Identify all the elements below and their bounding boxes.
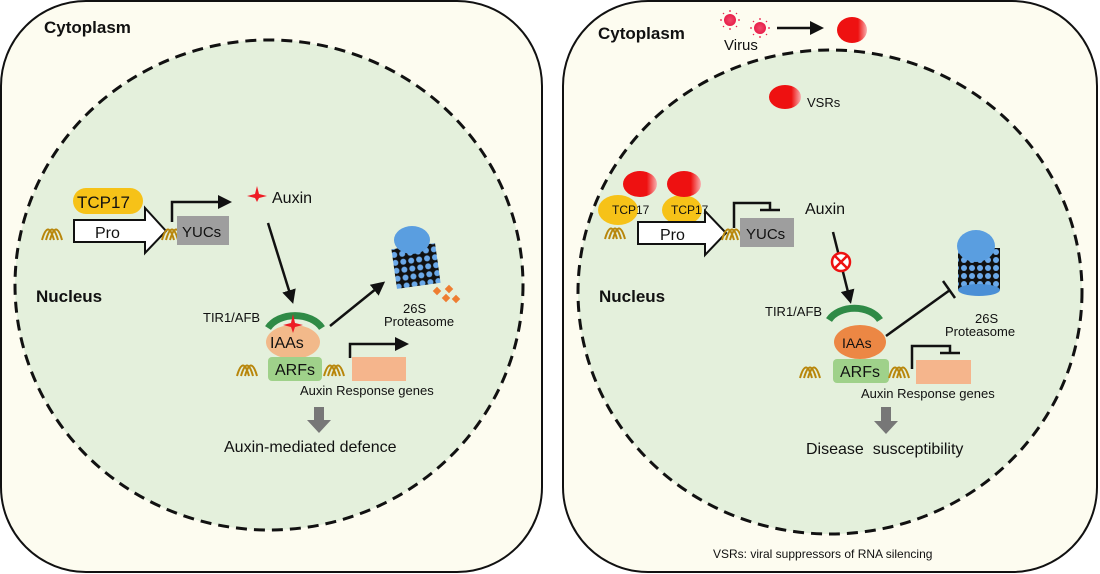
response-transcription-arrow-left bbox=[348, 337, 409, 358]
yucs-label-left: YUCs bbox=[182, 224, 221, 241]
yucs-gene-right bbox=[740, 218, 794, 247]
vsr-bound-b bbox=[667, 171, 701, 197]
cytoplasm-label-right: Cytoplasm bbox=[598, 24, 685, 43]
nucleus-right bbox=[576, 48, 1084, 536]
vsrs-label: VSRs bbox=[807, 95, 841, 110]
proteasome-label-2-left: Proteasome bbox=[384, 314, 454, 329]
tir1-label-right: TIR1/AFB bbox=[765, 304, 822, 319]
proteasome-label-2-right: Proteasome bbox=[945, 324, 1015, 339]
outcome-label-left: Auxin-mediated defence bbox=[224, 439, 397, 456]
transcription-arrow-left bbox=[170, 195, 232, 222]
tir1-label-left: TIR1/AFB bbox=[203, 310, 260, 325]
virus-icon bbox=[720, 10, 770, 38]
inhibition-bar bbox=[941, 280, 957, 299]
arfs-label-right: ARFs bbox=[840, 364, 880, 381]
footnote: VSRs: viral suppressors of RNA silencing bbox=[713, 547, 932, 561]
proteasome-label-1-right: 26S bbox=[975, 311, 998, 326]
tcp17-protein-b bbox=[662, 195, 702, 225]
tir1-receptor-left bbox=[265, 312, 325, 331]
promoter-label-right: Pro bbox=[660, 227, 685, 244]
peptide-fragments-icon bbox=[432, 284, 461, 304]
response-genes-label-left: Auxin Response genes bbox=[300, 383, 434, 398]
iaas-label-right: IAAs bbox=[842, 335, 872, 351]
tcp17-label-b: TCP17 bbox=[671, 203, 709, 217]
nucleus-label-left: Nucleus bbox=[36, 287, 102, 306]
proteasome-inhibition bbox=[885, 288, 951, 338]
yucs-gene-left bbox=[177, 216, 229, 245]
tcp17-protein-left bbox=[73, 188, 143, 214]
outcome-label-right: Disease susceptibility bbox=[806, 441, 963, 458]
promoter-arrow-right bbox=[637, 208, 728, 258]
vsr-nucleus bbox=[769, 85, 801, 109]
tcp17-protein-a bbox=[598, 195, 638, 225]
promoter-label-left: Pro bbox=[95, 225, 120, 242]
outcome-arrow-left bbox=[307, 407, 331, 433]
iaas-label-left: IAAs bbox=[270, 335, 304, 352]
tir1-receptor-right bbox=[826, 304, 883, 323]
arfs-protein-right bbox=[833, 359, 889, 383]
vsr-cytoplasm bbox=[837, 17, 867, 43]
response-gene-right bbox=[916, 360, 971, 384]
tcp17-label-left: TCP17 bbox=[77, 193, 130, 212]
auxin-label-left: Auxin bbox=[272, 190, 312, 207]
left-panel: Cytoplasm Nucleus TCP17 Pro YUCs Auxin T… bbox=[0, 0, 543, 573]
auxin-bound-star-icon bbox=[283, 314, 303, 333]
response-genes-label-right: Auxin Response genes bbox=[861, 386, 995, 401]
nucleus-left bbox=[13, 38, 525, 532]
tcp17-label-a: TCP17 bbox=[612, 203, 650, 217]
repressed-response-right bbox=[910, 344, 960, 369]
degradation-arrow bbox=[329, 281, 386, 327]
response-gene-left bbox=[352, 357, 406, 381]
nucleus-label-right: Nucleus bbox=[599, 287, 665, 306]
proteasome-icon bbox=[391, 226, 441, 289]
iaas-protein-right bbox=[834, 325, 886, 359]
right-panel: Cytoplasm Virus Nucleus VSRs bbox=[562, 0, 1098, 573]
yucs-label-right: YUCs bbox=[746, 226, 785, 243]
repressed-transcription-right bbox=[732, 201, 780, 228]
blocked-icon bbox=[830, 251, 852, 273]
iaas-protein-left bbox=[266, 325, 320, 359]
proteasome-icon bbox=[957, 230, 1000, 296]
auxin-to-receptor-arrow bbox=[266, 222, 296, 304]
vsr-bound-a bbox=[623, 171, 657, 197]
outcome-arrow-right bbox=[874, 407, 898, 434]
proteasome-label-1-left: 26S bbox=[403, 301, 426, 316]
arfs-label-left: ARFs bbox=[275, 362, 315, 379]
cytoplasm-label-left: Cytoplasm bbox=[44, 18, 131, 37]
arfs-protein-left bbox=[268, 357, 322, 381]
virus-label: Virus bbox=[724, 37, 758, 54]
auxin-star-icon bbox=[247, 186, 267, 202]
auxin-label-right: Auxin bbox=[805, 201, 845, 218]
promoter-arrow-left bbox=[73, 205, 168, 256]
